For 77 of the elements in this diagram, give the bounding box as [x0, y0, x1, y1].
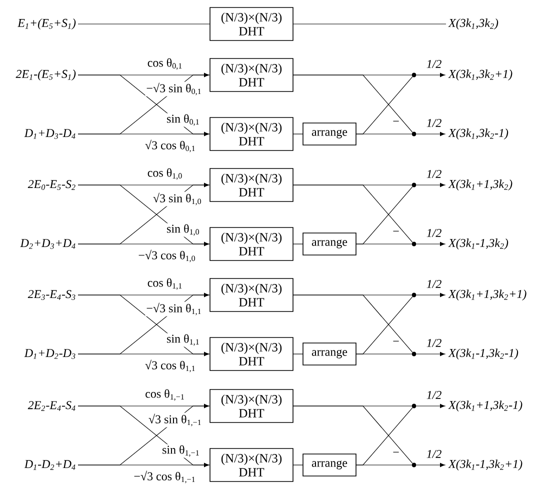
connector-line [292, 464, 304, 466]
edge-label: √3 sin θ$_{1,−1}$ [147, 412, 203, 428]
edge-label: −√3 cos θ$_{1,−1}$ [132, 470, 197, 484]
output-expression: X(3k$_{1}$,3k$_{2}$) [448, 18, 498, 30]
edge-label: 1/2 [425, 278, 443, 290]
input-expression: D$_{1}$+D$_{2}$-D$_{3}$ [24, 349, 76, 359]
dht-block: (N/3)×(N/3) DHT [210, 117, 294, 151]
input-expression: 2E$_{1}$-(E$_{5}$+S$_{1}$) [16, 70, 76, 80]
edge-label: 1/2 [425, 58, 443, 70]
arrange-block: arrange [302, 232, 356, 256]
edge-label: −√3 sin θ$_{0,1}$ [145, 82, 203, 96]
arrange-block: arrange [302, 122, 356, 146]
arrow [78, 462, 210, 468]
input-expression: 2E$_{2}$-E$_{4}$-S$_{4}$ [28, 401, 76, 411]
edge-label: 1/2 [425, 168, 443, 180]
edge-label: sin θ$_{1,0}$ [166, 223, 201, 237]
arrow [416, 462, 446, 468]
edge-label: sin θ$_{1,−1}$ [161, 444, 201, 458]
dht-block: (N/3)×(N/3) DHT [210, 58, 294, 92]
output-expression: X(3k$_{1}$,3k$_{2}$+1) [448, 70, 512, 80]
edge-label: sin θ$_{0,1}$ [166, 113, 201, 127]
output-expression: X(3k$_{1}$-1,3k$_{2}$-1) [448, 348, 518, 360]
arrange-block: arrange [302, 342, 356, 366]
edge-label: −√3 sin θ$_{1,1}$ [145, 302, 203, 316]
edge-label: 1/2 [425, 448, 443, 460]
connector-line [292, 294, 413, 352]
connector-line [356, 464, 412, 466]
arrow [416, 182, 446, 188]
output-expression: X(3k$_{1}$-1,3k$_{2}$+1) [448, 460, 522, 470]
edge-label: cos θ$_{1,0}$ [146, 167, 184, 181]
input-expression: D$_{1}$-D$_{2}$+D$_{4}$ [24, 460, 76, 470]
edge-label: √3 cos θ$_{0,1}$ [144, 138, 197, 154]
edge-label: − [392, 340, 400, 346]
output-expression: X(3k$_{1}$+1,3k$_{2}$+1) [448, 290, 526, 300]
edge-label: cos θ$_{1,1}$ [146, 277, 184, 291]
edge-label: cos θ$_{1,−1}$ [144, 388, 186, 402]
edge-label: 1/2 [425, 118, 443, 128]
edge-label: − [392, 450, 400, 458]
edge-label: cos θ$_{0,1}$ [146, 57, 184, 71]
input-expression: D$_{2}$+D$_{3}$+D$_{4}$ [20, 239, 76, 249]
arrow [416, 132, 446, 136]
dht-block: (N/3)×(N/3) DHT [210, 227, 294, 261]
dht-block: (N/3)×(N/3) DHT [210, 389, 294, 423]
dht-block: (N/3)×(N/3) DHT [210, 7, 294, 41]
output-expression: X(3k$_{1}$+1,3k$_{2}$-1) [448, 400, 522, 412]
input-expression: E$_{1}$+(E$_{5}$+S$_{1}$) [18, 18, 76, 30]
edge-label: − [392, 230, 400, 236]
input-expression: 2E$_{0}$-E$_{5}$-S$_{2}$ [28, 180, 76, 190]
connector-line [292, 184, 413, 242]
arrow [416, 242, 446, 246]
dht-block: (N/3)×(N/3) DHT [210, 168, 294, 202]
arrow [416, 292, 446, 298]
edge-label: 1/2 [425, 338, 443, 348]
output-expression: X(3k$_{1}$,3k$_{2}$-1) [448, 128, 508, 140]
arrange-block: arrange [302, 454, 356, 476]
connector-line [292, 74, 413, 132]
input-expression: 2E$_{3}$-E$_{4}$-S$_{3}$ [28, 290, 76, 300]
arrow [78, 132, 210, 136]
arrow [78, 352, 210, 356]
output-expression: X(3k$_{1}$-1,3k$_{2}$) [448, 238, 508, 250]
arrow [416, 72, 446, 78]
dht-block: (N/3)×(N/3) DHT [210, 278, 294, 312]
dht-block: (N/3)×(N/3) DHT [210, 337, 294, 371]
edge-label: −√3 cos θ$_{1,0}$ [137, 248, 197, 264]
edge-label: sin θ$_{1,1}$ [166, 333, 201, 347]
edge-label: √3 sin θ$_{1,0}$ [152, 192, 203, 206]
arrow [78, 242, 210, 246]
arrow [416, 352, 446, 356]
output-expression: X(3k$_{1}$+1,3k$_{2}$) [448, 180, 512, 190]
edge-label: 1/2 [425, 390, 443, 400]
connector-line [292, 406, 413, 464]
edge-label: √3 cos θ$_{1,1}$ [144, 358, 197, 374]
input-expression: D$_{1}$+D$_{3}$-D$_{4}$ [24, 129, 76, 139]
edge-label: − [392, 120, 400, 126]
edge-label: 1/2 [425, 228, 443, 238]
arrow [416, 404, 446, 408]
dht-block: (N/3)×(N/3) DHT [210, 448, 294, 482]
